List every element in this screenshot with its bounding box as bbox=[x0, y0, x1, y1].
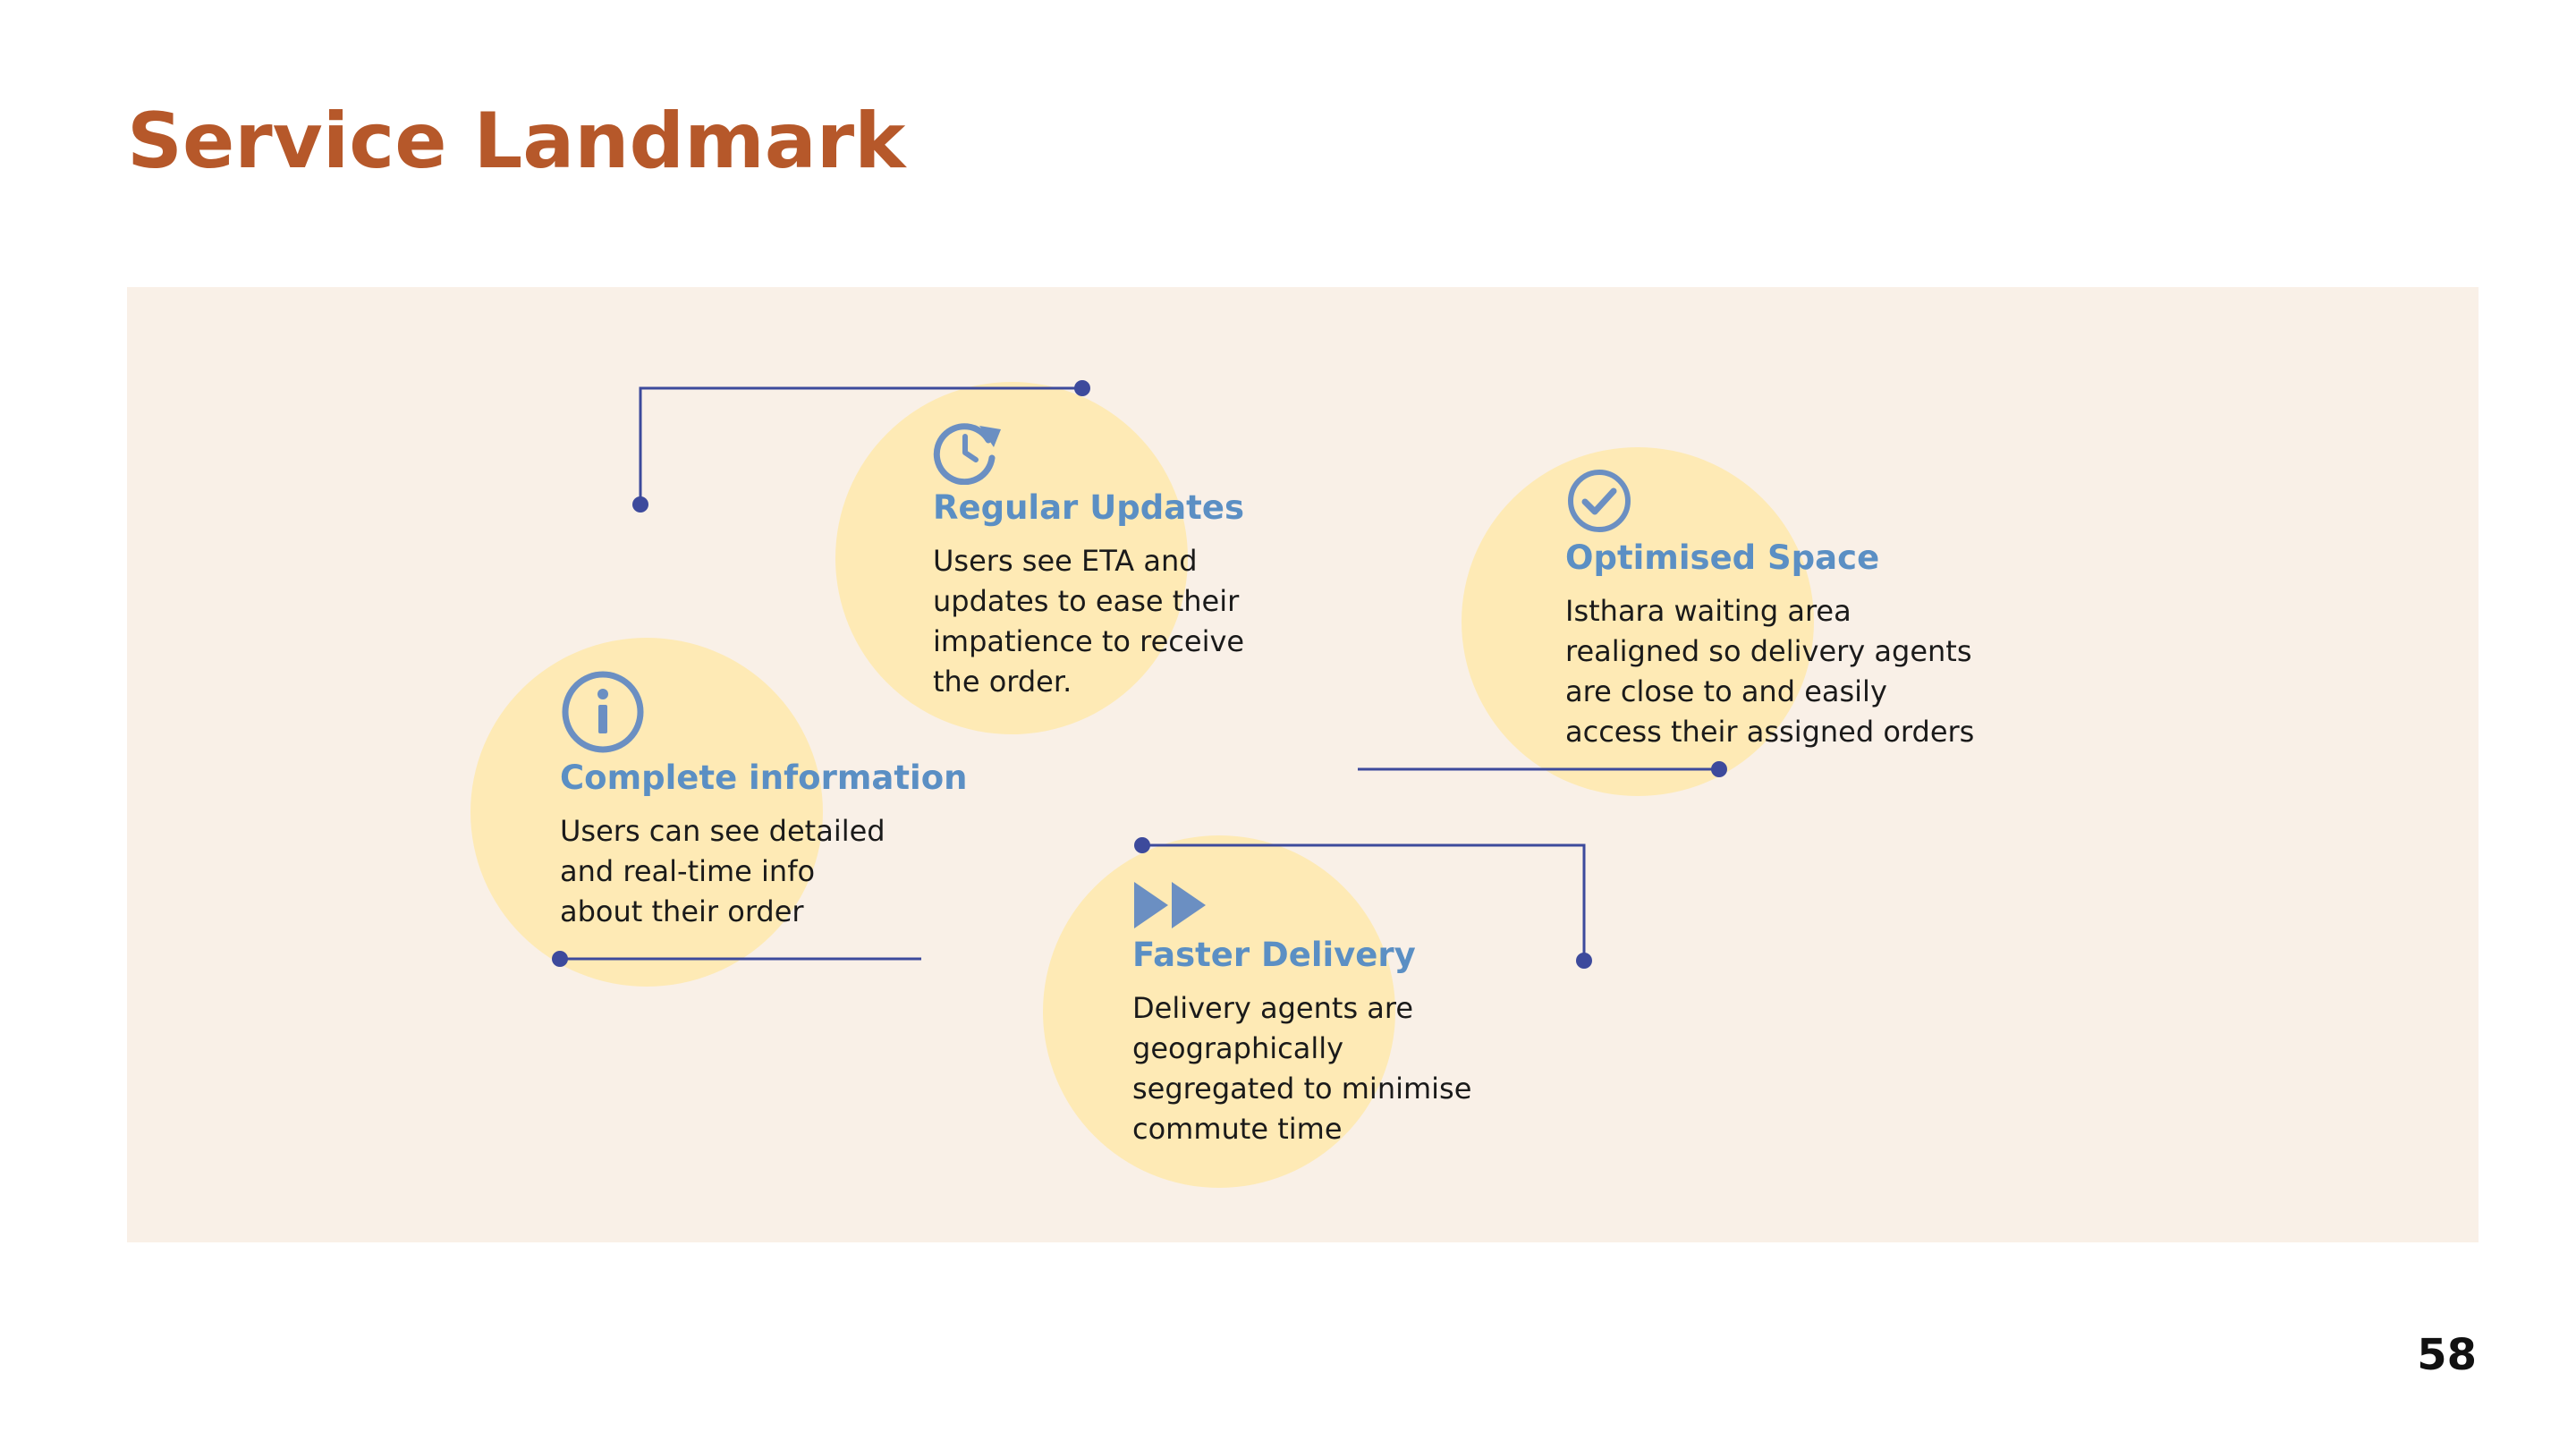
clock-refresh-icon bbox=[933, 423, 1001, 485]
fast-forward-icon bbox=[1134, 882, 1206, 928]
card-description: Users see ETA and updates to ease their … bbox=[933, 544, 1245, 699]
card-faster-delivery: Faster Delivery Delivery agents are geog… bbox=[1132, 878, 1471, 1149]
card-description: Users can see detailed and real-time inf… bbox=[560, 814, 886, 928]
complete-information-circle bbox=[470, 638, 823, 987]
card-regular-updates: Regular Updates Users see ETA and update… bbox=[933, 413, 1244, 702]
check-circle-icon bbox=[1568, 470, 1631, 532]
card-description: Isthara waiting area realigned so delive… bbox=[1565, 594, 1975, 749]
connector-regular-updates bbox=[639, 386, 1082, 504]
slide-title: Service Landmark bbox=[127, 97, 906, 186]
info-icon bbox=[562, 671, 644, 753]
card-optimised-space: Optimised Space Isthara waiting area rea… bbox=[1565, 467, 1974, 752]
regular-updates-circle bbox=[835, 382, 1188, 734]
faster-delivery-circle bbox=[1043, 835, 1395, 1188]
card-complete-information: Complete information Users can see detai… bbox=[560, 669, 968, 932]
card-title: Complete information bbox=[560, 758, 968, 797]
card-title: Optimised Space bbox=[1565, 538, 1880, 577]
card-description: Delivery agents are geographically segre… bbox=[1132, 991, 1472, 1146]
page-number: 58 bbox=[2417, 1330, 2477, 1380]
card-title: Faster Delivery bbox=[1132, 936, 1416, 974]
connector-faster-delivery bbox=[1142, 843, 1586, 961]
connector-dot bbox=[632, 496, 648, 513]
optimised-space-circle bbox=[1462, 447, 1814, 796]
connector-dot bbox=[552, 951, 568, 967]
connector-dot bbox=[1074, 380, 1090, 396]
connector-dot bbox=[1576, 953, 1592, 969]
card-title: Regular Updates bbox=[933, 488, 1244, 527]
connector-dot bbox=[1134, 837, 1150, 853]
connector-dot bbox=[1711, 761, 1727, 777]
